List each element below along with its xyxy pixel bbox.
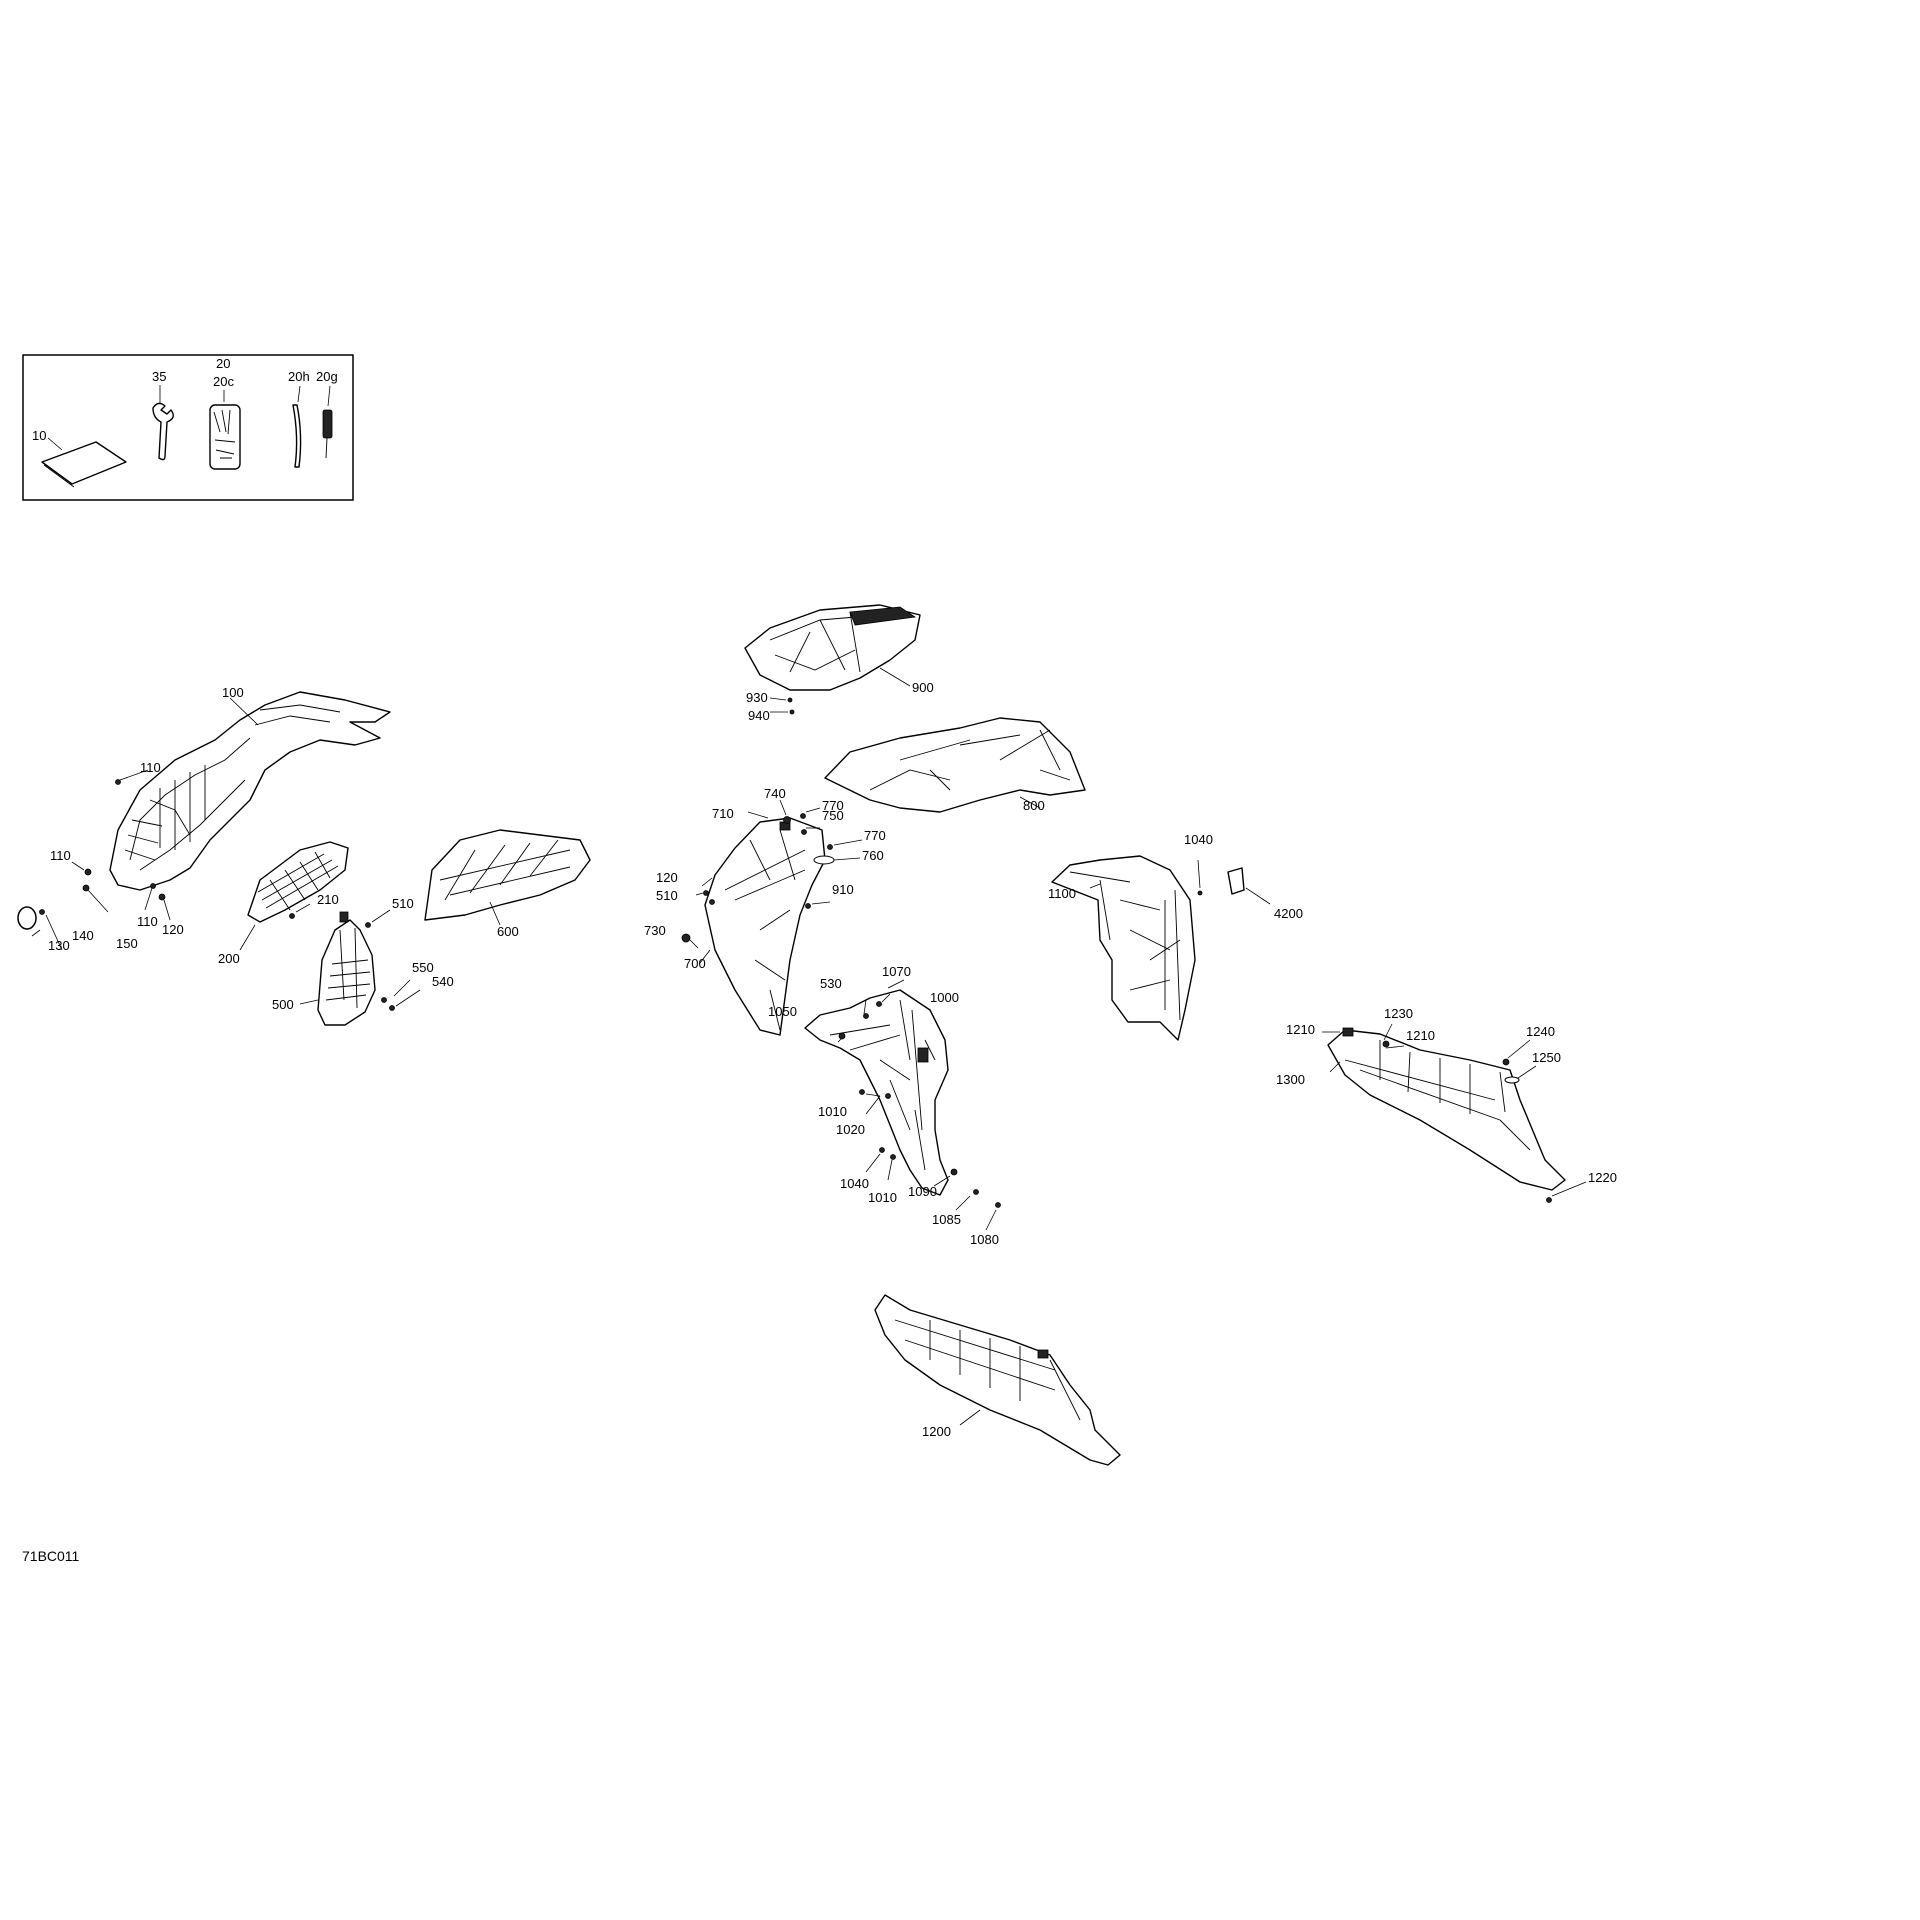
callout-500: 500 xyxy=(272,997,294,1012)
callout-4200: 4200 xyxy=(1274,906,1303,921)
callout-100: 100 xyxy=(222,685,244,700)
callout-600: 600 xyxy=(497,924,519,939)
callout-1220: 1220 xyxy=(1588,1170,1617,1185)
callout-700: 700 xyxy=(684,956,706,971)
callout-110-a: 110 xyxy=(140,760,161,775)
callout-530: 530 xyxy=(820,976,842,991)
inner-fender-part xyxy=(424,829,591,926)
callout-1050: 1050 xyxy=(768,1004,797,1019)
hood-part xyxy=(744,604,921,715)
owners-manual-part xyxy=(41,441,127,485)
callout-200: 200 xyxy=(218,951,240,966)
callout-110-c: 110 xyxy=(137,914,158,929)
callout-35: 35 xyxy=(152,369,166,384)
rocker-panel-part xyxy=(1322,1023,1587,1203)
callout-910: 910 xyxy=(832,882,854,897)
callout-labels: 10 35 20 20c 20h 20g 100 110 110 110 120… xyxy=(32,356,1617,1439)
callout-940: 940 xyxy=(748,708,770,723)
callout-800: 800 xyxy=(1023,798,1045,813)
panel-fasteners xyxy=(695,799,863,909)
callout-1230: 1230 xyxy=(1384,1006,1413,1021)
side-panel-right-part xyxy=(1051,855,1271,1041)
callout-1010-a: 1010 xyxy=(818,1104,847,1119)
callout-510-a: 510 xyxy=(392,896,414,911)
callout-120-a: 120 xyxy=(162,922,184,937)
callout-1010-b: 1010 xyxy=(868,1190,897,1205)
callout-20g: 20g xyxy=(316,369,338,384)
callout-1090: 1090 xyxy=(908,1184,937,1199)
callout-730: 730 xyxy=(644,923,666,938)
callout-510-b: 510 xyxy=(656,888,678,903)
callout-1080: 1080 xyxy=(970,1232,999,1247)
diagram-code: 71BC011 xyxy=(22,1548,80,1564)
front-fasteners xyxy=(17,769,171,951)
tool-pouch-part xyxy=(209,404,241,470)
callout-710: 710 xyxy=(712,806,734,821)
callout-210: 210 xyxy=(317,892,339,907)
callout-1040-a: 1040 xyxy=(1184,832,1213,847)
callout-760: 760 xyxy=(862,848,884,863)
callout-770-a: 770 xyxy=(822,798,844,813)
callout-1040-b: 1040 xyxy=(840,1176,869,1191)
front-panel-part xyxy=(681,811,826,1036)
callout-1085: 1085 xyxy=(932,1212,961,1227)
tool-kit-inset xyxy=(22,354,354,501)
callout-740: 740 xyxy=(764,786,786,801)
ring-part xyxy=(17,906,37,930)
callout-770-b: 770 xyxy=(864,828,886,843)
callout-140: 140 xyxy=(72,928,94,943)
callout-20h: 20h xyxy=(288,369,310,384)
side-panel-left-part xyxy=(804,979,949,1196)
callout-20: 20 xyxy=(216,356,230,371)
callout-1070: 1070 xyxy=(882,964,911,979)
wrench-part xyxy=(152,402,174,461)
callout-900: 900 xyxy=(912,680,934,695)
callout-550: 550 xyxy=(412,960,434,975)
callout-150: 150 xyxy=(116,936,138,951)
screwdriver-part xyxy=(322,409,333,439)
rod-part xyxy=(292,404,302,468)
clip-part xyxy=(1227,867,1245,895)
floor-panel-part xyxy=(874,1294,1121,1466)
callout-1300: 1300 xyxy=(1276,1072,1305,1087)
callout-1000: 1000 xyxy=(930,990,959,1005)
callout-930: 930 xyxy=(746,690,768,705)
callout-1250: 1250 xyxy=(1532,1050,1561,1065)
headlight-bracket-part xyxy=(299,909,421,1026)
callout-1210-a: 1210 xyxy=(1286,1022,1315,1037)
callout-1100: 1100 xyxy=(1048,886,1076,901)
pillar-fasteners xyxy=(859,1089,1001,1231)
callout-110-b: 110 xyxy=(50,848,71,863)
callout-20c: 20c xyxy=(213,374,234,389)
callout-1200: 1200 xyxy=(922,1424,951,1439)
callout-1020: 1020 xyxy=(836,1122,865,1137)
callout-540: 540 xyxy=(432,974,454,989)
dash-cover-part xyxy=(824,717,1086,813)
callout-10: 10 xyxy=(32,428,46,443)
callout-750: 750 xyxy=(822,808,844,823)
callout-1210-b: 1210 xyxy=(1406,1028,1435,1043)
front-frame-part xyxy=(109,691,391,891)
grille-part xyxy=(239,841,349,951)
callout-130: 130 xyxy=(48,938,70,953)
callout-1240: 1240 xyxy=(1526,1024,1555,1039)
callout-120-b: 120 xyxy=(656,870,678,885)
